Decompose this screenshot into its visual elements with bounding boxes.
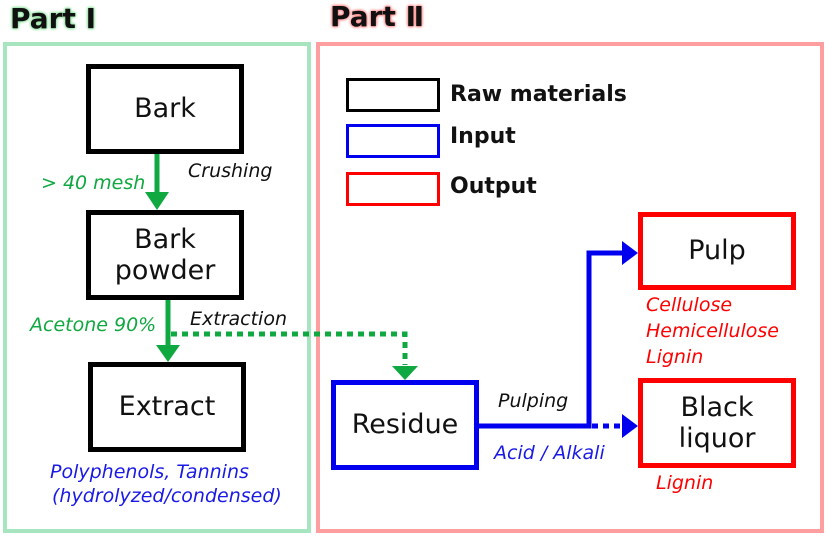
- edge-powder-to-residue: [171, 331, 408, 365]
- legend-label-input: Input: [450, 124, 516, 149]
- legend-swatch-input: [346, 124, 440, 158]
- annotation-black-liquor-product: Lignin: [656, 472, 714, 494]
- node-black-liquor-line2: liquor: [678, 423, 756, 454]
- legend-swatch-raw: [346, 78, 440, 112]
- legend-label-output: Output: [450, 174, 537, 199]
- node-bark-powder: Bark powder: [86, 210, 244, 300]
- node-bark: Bark: [86, 64, 244, 154]
- node-residue-label: Residue: [351, 409, 459, 441]
- part-1-panel: [3, 42, 311, 533]
- edge-residue-to-pulp: [479, 250, 625, 429]
- annotation-mesh: > 40 mesh: [41, 172, 146, 194]
- node-residue: Residue: [331, 380, 479, 470]
- annotation-acid-alkali: Acid / Alkali: [494, 442, 605, 464]
- legend-swatch-output: [346, 172, 440, 206]
- part-1-title: Part Ⅰ: [10, 2, 97, 35]
- annotation-extraction: Extraction: [190, 308, 287, 330]
- annotation-pulp-product-3: Lignin: [646, 346, 704, 368]
- arrowhead-residue: [392, 366, 418, 380]
- node-extract: Extract: [88, 362, 246, 452]
- part-2-title: Part Ⅱ: [330, 0, 425, 33]
- annotation-pulp-product-2: Hemicellulose: [646, 320, 779, 342]
- annotation-pulping: Pulping: [498, 390, 569, 412]
- arrowhead-pulp: [622, 241, 638, 265]
- node-black-liquor: Black liquor: [638, 378, 796, 468]
- annotation-crushing: Crushing: [188, 160, 273, 182]
- arrowhead-bark-powder: [145, 192, 169, 210]
- part-2-panel: [316, 42, 824, 533]
- arrowhead-extract: [156, 345, 180, 362]
- legend-label-raw: Raw materials: [450, 82, 627, 107]
- annotation-pulp-product-1: Cellulose: [646, 294, 733, 316]
- node-pulp-label: Pulp: [688, 235, 746, 267]
- node-pulp: Pulp: [638, 212, 796, 290]
- node-bark-label: Bark: [134, 93, 196, 125]
- annotation-extract-products-2: (hydrolyzed/condensed): [52, 485, 282, 507]
- node-extract-label: Extract: [118, 391, 216, 423]
- node-bark-powder-line1: Bark: [134, 223, 196, 255]
- node-bark-powder-line2: powder: [114, 255, 216, 286]
- arrowhead-black-liquor: [622, 414, 638, 438]
- annotation-acetone: Acetone 90%: [30, 314, 157, 336]
- node-black-liquor-line1: Black: [680, 391, 754, 423]
- annotation-extract-products-1: Polyphenols, Tannins: [50, 461, 249, 483]
